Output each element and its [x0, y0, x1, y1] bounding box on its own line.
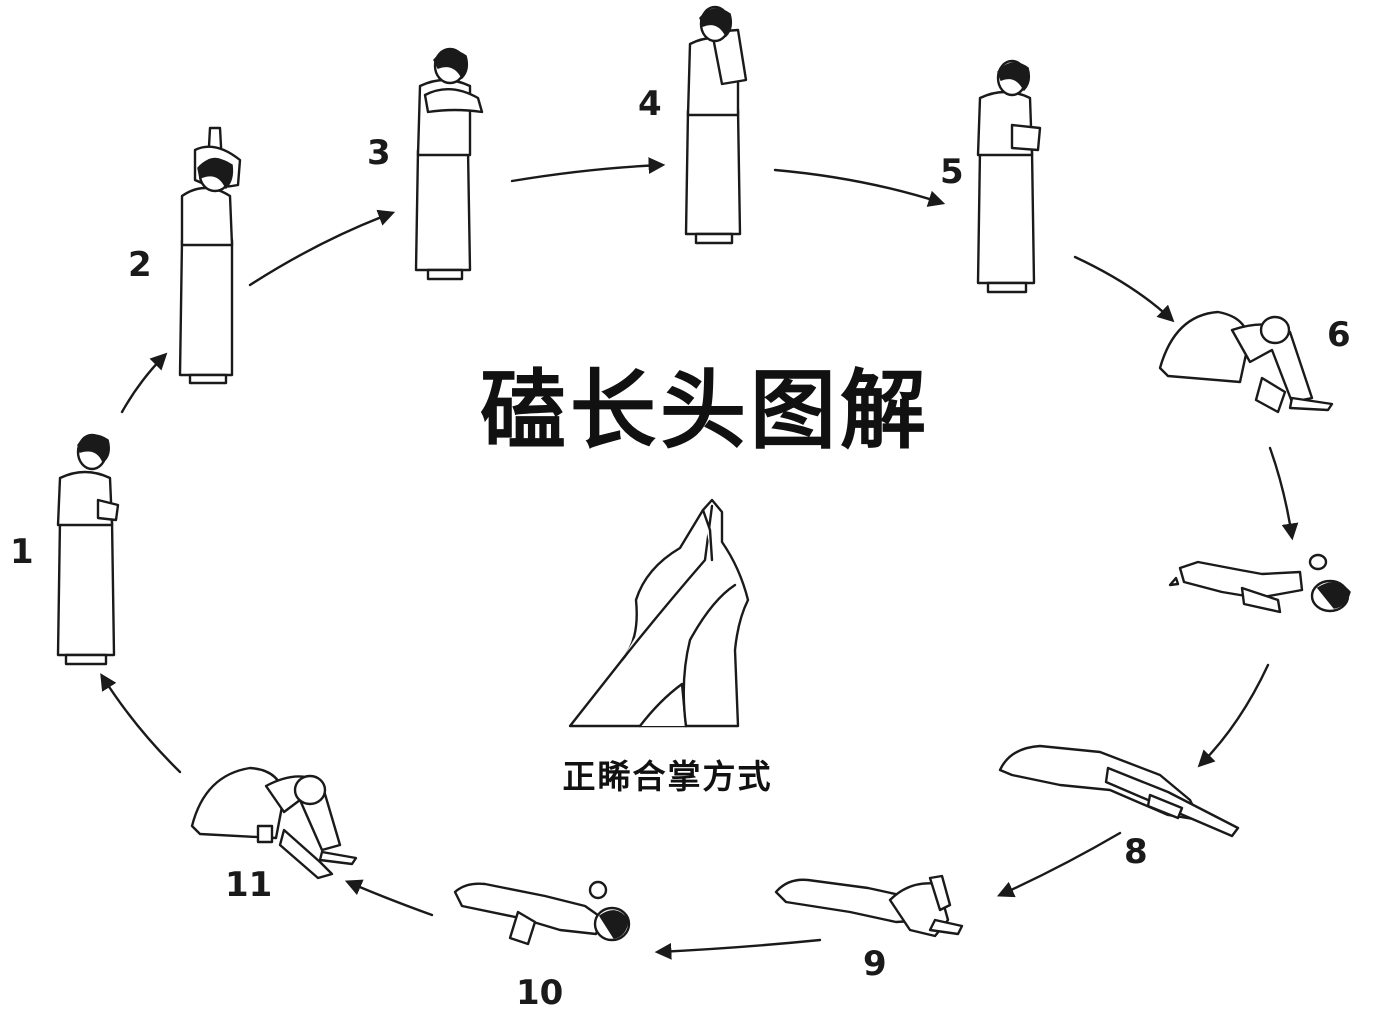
arrow-11-to-1 — [100, 673, 182, 774]
figure-step-5 — [976, 59, 1042, 294]
arrow-5-to-6 — [1073, 255, 1175, 323]
step-label-11: 11 — [225, 865, 273, 905]
hands-caption: 正睎合掌方式 — [562, 757, 773, 796]
step-label-10: 10 — [516, 973, 564, 1013]
step-label-3: 3 — [367, 133, 391, 173]
figure-step-3 — [414, 47, 484, 281]
arrow-10-to-11 — [344, 879, 434, 917]
figure-step-11 — [190, 766, 358, 880]
figure-step-8 — [998, 744, 1240, 838]
step-label-4: 4 — [638, 84, 662, 124]
figure-step-9 — [774, 874, 964, 938]
figure-step-7 — [1168, 553, 1351, 614]
figure-step-1 — [56, 433, 120, 666]
arrow-2-to-3 — [248, 209, 396, 287]
step-label-8: 8 — [1124, 832, 1148, 872]
arrow-7-to-8 — [1197, 663, 1270, 768]
step-label-5: 5 — [940, 152, 964, 192]
step-label-6: 6 — [1327, 315, 1351, 355]
step-label-1: 1 — [10, 532, 34, 572]
praying-hands-icon — [568, 498, 750, 728]
arrow-1-to-2 — [120, 352, 168, 414]
figure-step-6 — [1158, 310, 1334, 414]
arrow-8-to-9 — [996, 831, 1122, 898]
arrow-9-to-10 — [654, 938, 822, 960]
step-label-2: 2 — [128, 245, 152, 285]
arrow-6-to-7 — [1268, 446, 1299, 541]
diagram-title: 磕长头图解 — [480, 361, 930, 461]
figure-step-10 — [453, 880, 631, 946]
step-label-9: 9 — [863, 944, 887, 984]
figure-step-4 — [684, 5, 748, 245]
arrow-3-to-4 — [510, 157, 666, 183]
arrow-4-to-5 — [773, 168, 946, 207]
figure-step-2 — [178, 126, 242, 385]
